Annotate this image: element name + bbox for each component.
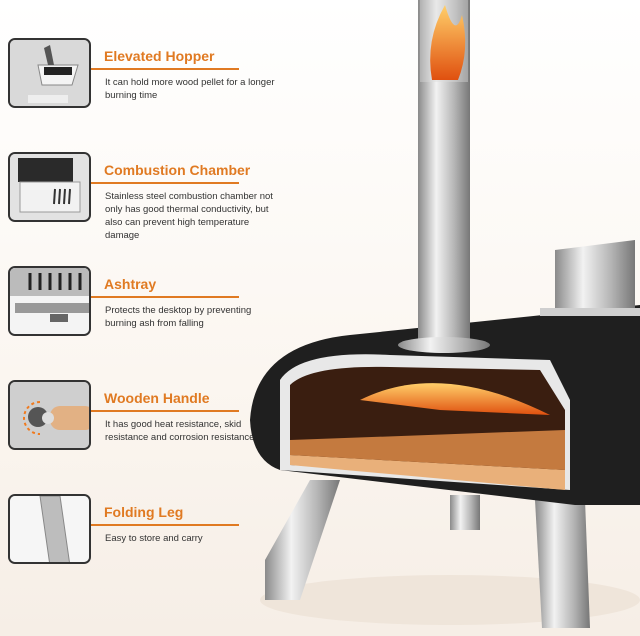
feature-title: Folding Leg	[104, 504, 184, 520]
divider	[91, 68, 239, 70]
feature-description: Easy to store and carry	[105, 533, 203, 544]
hopper	[555, 240, 635, 315]
front-leg-left	[265, 480, 340, 600]
feature-title: Ashtray	[104, 276, 157, 292]
flame	[430, 5, 466, 80]
ashtray-icon	[8, 266, 91, 336]
divider	[91, 524, 239, 526]
feature-description: It has good heat resistance, skid resist…	[105, 419, 255, 443]
feature-description: It can hold more wood pellet for a longe…	[105, 77, 275, 101]
front-leg-right	[535, 500, 590, 628]
divider	[91, 410, 239, 412]
divider	[91, 182, 239, 184]
feature-ashtray: Ashtray Protects the desktop by preventi…	[8, 266, 251, 338]
feature-folding-leg: Folding Leg Easy to store and carry	[8, 494, 248, 566]
feature-title: Elevated Hopper	[104, 48, 215, 64]
folding-leg-icon	[8, 494, 91, 564]
pizza-oven-image	[250, 0, 640, 628]
hopper-icon	[8, 38, 91, 108]
combustion-chamber-icon	[8, 152, 91, 222]
pizza-stone	[290, 455, 565, 490]
feature-wooden-handle: Wooden Handle It has good heat resistanc…	[8, 380, 254, 452]
divider	[91, 296, 239, 298]
feature-combustion-chamber: Combustion Chamber Stainless steel combu…	[8, 152, 273, 241]
wooden-handle-icon	[8, 380, 91, 450]
feature-elevated-hopper: Elevated Hopper It can hold more wood pe…	[8, 38, 275, 110]
feature-title: Combustion Chamber	[104, 162, 251, 178]
feature-description: Protects the desktop by preventing burni…	[105, 305, 252, 329]
feature-title: Wooden Handle	[104, 390, 210, 406]
feature-description: Stainless steel combustion chamber not o…	[105, 191, 273, 241]
